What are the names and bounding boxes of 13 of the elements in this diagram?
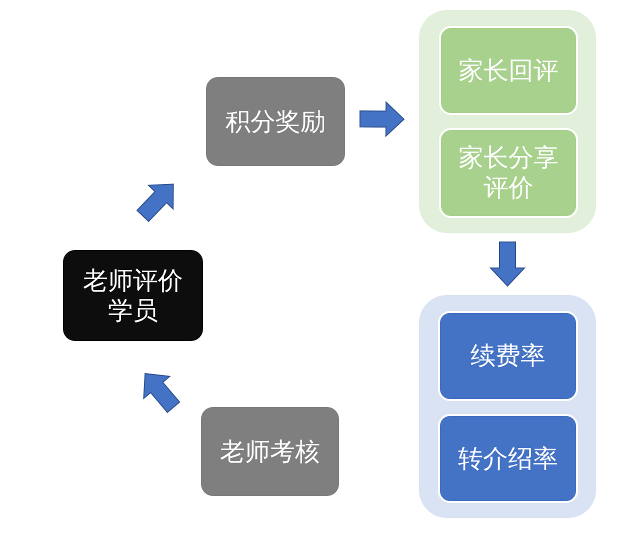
process-box: 积分奖励 [206,77,345,166]
process-box: 家长回评 [439,26,578,115]
group-panel [419,295,596,518]
process-box: 续费率 [438,311,578,401]
block-arrow [489,242,526,287]
block-arrow [136,184,174,222]
group-panel [419,10,596,233]
block-arrow [360,100,405,138]
block-arrow [143,373,180,414]
process-box: 老师评价学员 [63,250,203,341]
process-box: 转介绍率 [438,414,578,503]
process-box: 老师考核 [201,407,339,496]
process-box: 家长分享评价 [439,128,578,218]
